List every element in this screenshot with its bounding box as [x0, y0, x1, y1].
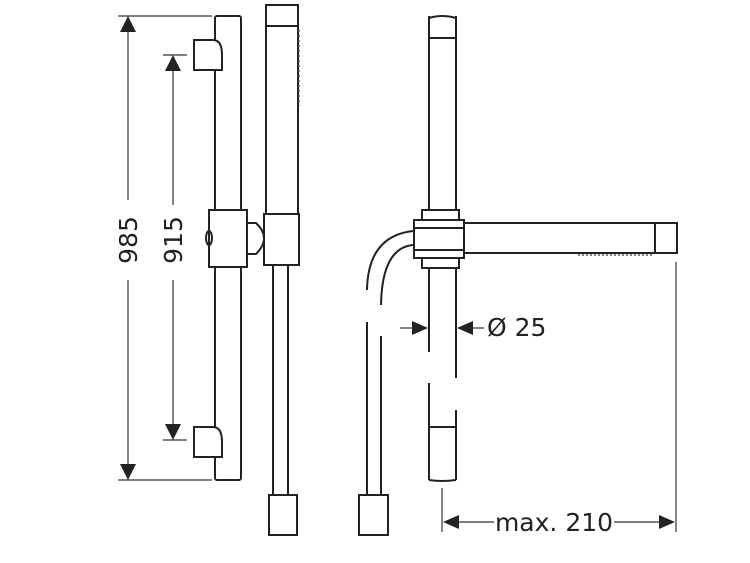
- dimension-915: 915: [159, 54, 188, 441]
- max-210-label: max. 210: [495, 508, 613, 537]
- side-slider-collar: [413, 219, 465, 259]
- dimension-diameter: Ø 25: [400, 313, 546, 342]
- side-rail: [428, 15, 457, 482]
- side-shower-arm: [463, 222, 678, 254]
- hose-curve: [366, 230, 414, 291]
- top-wall-bracket: [193, 39, 223, 71]
- dimension-985-label: 985: [114, 216, 143, 264]
- slider-knob: [246, 222, 265, 255]
- front-view: 985 915: [114, 4, 300, 536]
- dimension-max-210: max. 210: [441, 262, 677, 537]
- hose-nut: [268, 494, 298, 536]
- side-hose-nut: [358, 494, 389, 536]
- diameter-label: Ø 25: [487, 313, 546, 342]
- dimension-915-label: 915: [159, 216, 188, 264]
- shower-holder: [263, 213, 300, 266]
- side-view: Ø 25 max. 210: [358, 15, 678, 537]
- dimension-985: 985: [114, 15, 212, 481]
- bottom-wall-bracket: [193, 426, 223, 458]
- rail-slider: [208, 209, 248, 268]
